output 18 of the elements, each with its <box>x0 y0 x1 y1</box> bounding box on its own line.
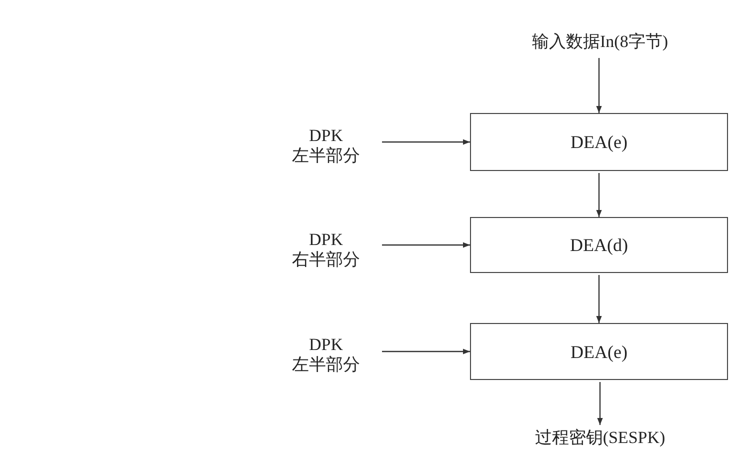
node-label: 右半部分 <box>292 250 360 270</box>
arrow <box>382 242 470 248</box>
arrow <box>597 382 603 425</box>
arrow <box>596 58 602 113</box>
node-label: 左半部分 <box>292 146 360 166</box>
process-box: DEA(d) <box>470 217 728 273</box>
process-box: DEA(e) <box>470 323 728 380</box>
arrow <box>382 139 470 145</box>
node-label: 左半部分 <box>292 355 360 375</box>
node-label: 输入数据In(8字节) <box>532 32 668 52</box>
process-box: DEA(e) <box>470 113 728 171</box>
arrow <box>596 173 602 217</box>
node-label: 过程密钥(SESPK) <box>534 428 666 448</box>
node-label: DPK <box>308 335 343 355</box>
node-label: DPK <box>308 230 343 250</box>
arrow <box>382 348 470 354</box>
arrow <box>596 275 602 323</box>
node-label: DPK <box>308 126 343 146</box>
